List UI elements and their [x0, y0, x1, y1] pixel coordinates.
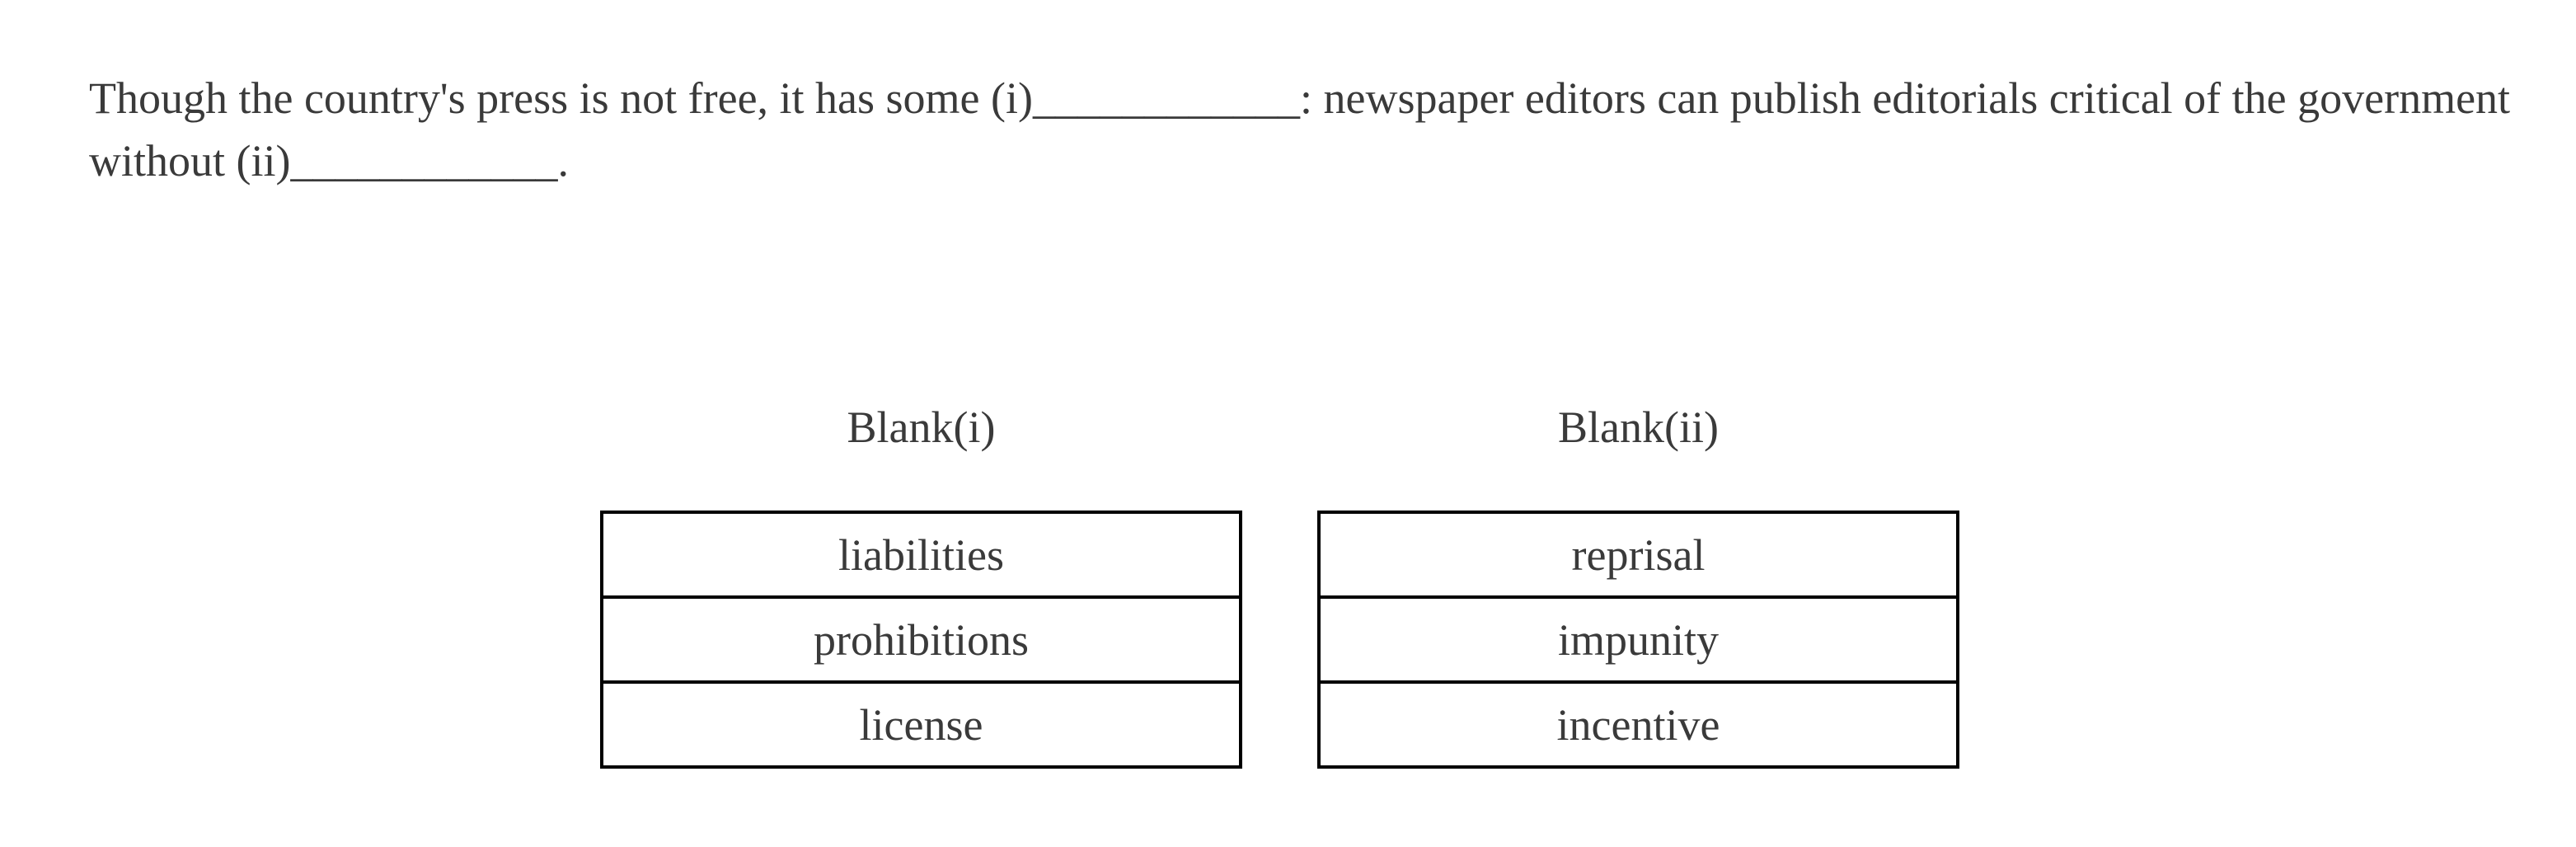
question-line-1-text: Though the country's press is not free, …: [89, 73, 1033, 123]
question-text: Though the country's press is not free, …: [89, 67, 2554, 192]
blank-i-column-header: Blank(i): [847, 402, 996, 452]
blank-ii-choice-table: reprisal impunity incentive: [1317, 511, 1959, 769]
choice-blank-i-option-3[interactable]: license: [603, 684, 1239, 765]
question-line-1: Though the country's press is not free, …: [89, 67, 2554, 129]
choice-blank-i-option-2[interactable]: prohibitions: [603, 599, 1239, 684]
question-line-2-text: without (ii): [89, 136, 291, 186]
choice-blank-i-option-1[interactable]: liabilities: [603, 514, 1239, 599]
blank-ii-column-header: Blank(ii): [1558, 402, 1719, 452]
blank-ii-underline: ____________: [290, 136, 558, 186]
question-line-2-period: .: [557, 136, 569, 186]
blank-i-underline: ____________: [1033, 73, 1300, 123]
choice-blank-ii-option-2[interactable]: impunity: [1321, 599, 1956, 684]
question-line-2: without (ii)____________.: [89, 129, 2554, 192]
choice-blank-ii-option-1[interactable]: reprisal: [1321, 514, 1956, 599]
question-line-1-continuation: : newspaper editors can publish editoria…: [1300, 73, 2511, 123]
blank-i-choice-table: liabilities prohibitions license: [600, 511, 1242, 769]
choice-blank-ii-option-3[interactable]: incentive: [1321, 684, 1956, 765]
